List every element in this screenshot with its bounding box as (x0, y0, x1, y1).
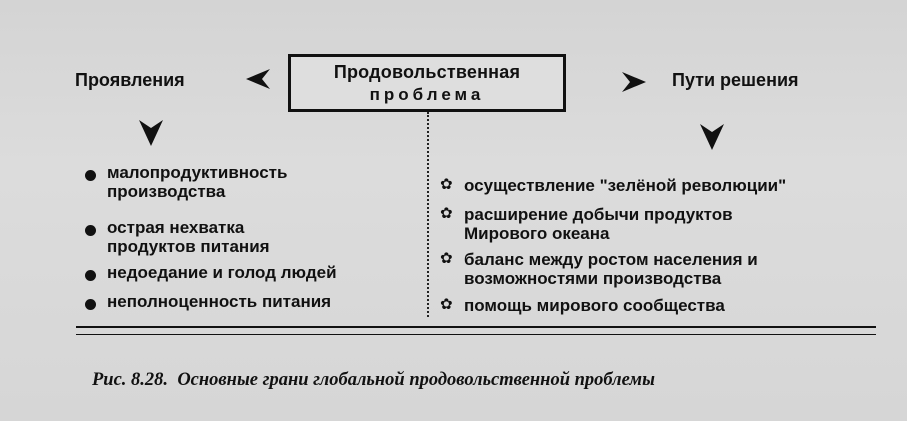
bullet-dot-icon (85, 225, 96, 236)
right-item-3: баланс между ростом населения и возможно… (464, 250, 758, 288)
separator-rule (76, 326, 876, 328)
flower-bullet-icon: ✿ (440, 176, 453, 193)
left-item-1: малопродуктивность производства (107, 163, 287, 201)
title-line-1: Продовольственная (333, 62, 521, 82)
right-item-2: расширение добычи продуктов Мирового оке… (464, 205, 733, 243)
separator-rule-thin (76, 334, 876, 335)
bullet-dot-icon (85, 270, 96, 281)
title-line-2: проблема (369, 85, 485, 104)
left-item-2-line-1: острая нехватка (107, 218, 245, 237)
left-item-1-line-1: малопродуктивность (107, 163, 288, 182)
bullet-dot-icon (85, 299, 96, 310)
left-item-3-line-1: недоедание и голод людей (107, 263, 337, 282)
right-item-4: помощь мирового сообщества (464, 296, 725, 315)
left-heading: Проявления (75, 70, 185, 90)
caption-text: Основные грани глобальной продовольствен… (177, 370, 655, 390)
arrow-right-icon (622, 72, 646, 92)
arrow-left-icon (246, 69, 270, 89)
right-item-2-line-2: Мирового океана (464, 224, 610, 243)
left-item-4-line-1: неполноценность питания (107, 292, 332, 311)
caption-label: Рис. 8.28. (92, 370, 169, 390)
right-item-1: осуществление "зелёной революции" (464, 176, 786, 195)
flower-bullet-icon: ✿ (440, 250, 453, 267)
dotted-divider (427, 112, 429, 317)
arrow-down-right-icon (700, 124, 724, 150)
arrow-down-left-icon (139, 120, 163, 146)
flower-bullet-icon: ✿ (440, 296, 453, 313)
right-heading: Пути решения (672, 70, 799, 90)
right-item-1-line-1: осуществление "зелёной революции" (464, 176, 787, 195)
right-item-3-line-2: возможностями производства (464, 269, 722, 288)
central-title-box: Продовольственная проблема (288, 54, 566, 112)
right-item-4-line-1: помощь мирового сообщества (464, 296, 725, 315)
right-item-3-line-1: баланс между ростом населения и (464, 250, 758, 269)
flower-bullet-icon: ✿ (440, 205, 453, 222)
right-item-2-line-1: расширение добычи продуктов (464, 205, 733, 224)
left-item-1-line-2: производства (107, 182, 226, 201)
left-item-2: острая нехватка продуктов питания (107, 218, 270, 256)
left-item-2-line-2: продуктов питания (107, 237, 270, 256)
left-item-4: неполноценность питания (107, 292, 331, 311)
left-item-3: недоедание и голод людей (107, 263, 337, 282)
figure-caption: Рис. 8.28. Основные грани глобальной про… (92, 370, 655, 391)
bullet-dot-icon (85, 170, 96, 181)
